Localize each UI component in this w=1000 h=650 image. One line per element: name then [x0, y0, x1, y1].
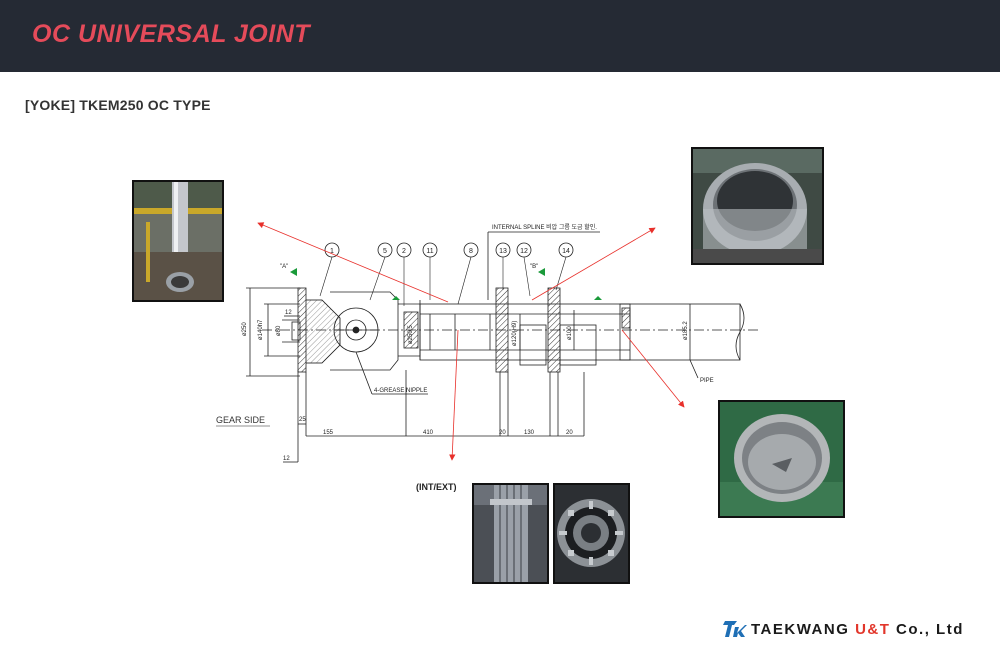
company-name: TAEKWANG U&T Co., Ltd [751, 621, 964, 638]
balloon-5: 5 [383, 248, 387, 255]
pipe-label: PIPE [700, 378, 714, 384]
spline-shaft-photo [472, 483, 549, 584]
callout-arrow-pipe [621, 329, 685, 408]
dim-12-bottom: 12 [283, 456, 290, 462]
balloon-1: 1 [330, 248, 334, 255]
housing-ring-photo [691, 147, 824, 265]
dim-phi-250: ø250 [242, 322, 248, 336]
section-subtitle: [YOKE] TKEM250 OC TYPE [25, 97, 211, 113]
dim-phi-100: ø100 [567, 326, 573, 340]
grease-nipple-label: 4-GREASE NIPPLE [374, 388, 427, 394]
gear-side-label: GEAR SIDE [216, 415, 265, 425]
part-balloons [324, 242, 574, 258]
section-a-marker: "A" [280, 264, 288, 270]
pipe-end-photo [718, 400, 845, 518]
dim-phi-120: ø120(H9) [512, 321, 518, 346]
dim-phi-80: ø80 [276, 325, 282, 336]
balloon-11: 11 [426, 248, 433, 255]
dim-20-b: 20 [566, 430, 573, 436]
dim-25: 25 [299, 417, 306, 423]
callout-arrow-housing [531, 227, 656, 301]
balloon-8: 8 [469, 248, 473, 255]
dim-phi-140h7: ø140h7 [258, 319, 264, 340]
dim-410: 410 [423, 430, 434, 436]
balloon-12: 12 [520, 248, 528, 255]
balloon-2: 2 [402, 248, 406, 255]
title-bar: OC UNIVERSAL JOINT [0, 0, 1000, 72]
taekwang-logo-icon [723, 621, 747, 637]
int-ext-label: (INT/EXT) [416, 482, 457, 492]
callout-arrow-yoke [257, 222, 449, 303]
yoke-shaft-photo [132, 180, 224, 302]
callout-arrow-spline [449, 329, 459, 461]
balloon-13: 13 [499, 248, 507, 255]
dim-155: 155 [323, 430, 334, 436]
dim-130: 130 [524, 430, 535, 436]
dim-20-a: 20 [499, 430, 506, 436]
dim-phi-185: ø185.2 [683, 321, 689, 340]
balloon-14: 14 [562, 248, 570, 255]
internal-spline-photo [553, 483, 630, 584]
dim-phi-250-5: ø250.5 [408, 325, 414, 344]
section-b-marker: "B" [530, 264, 538, 270]
internal-spline-note: INTERNAL SPLINE 비압 그름 도금 할인. [492, 223, 597, 231]
dim-12-top: 12 [285, 310, 292, 316]
page-title: OC UNIVERSAL JOINT [32, 20, 311, 48]
